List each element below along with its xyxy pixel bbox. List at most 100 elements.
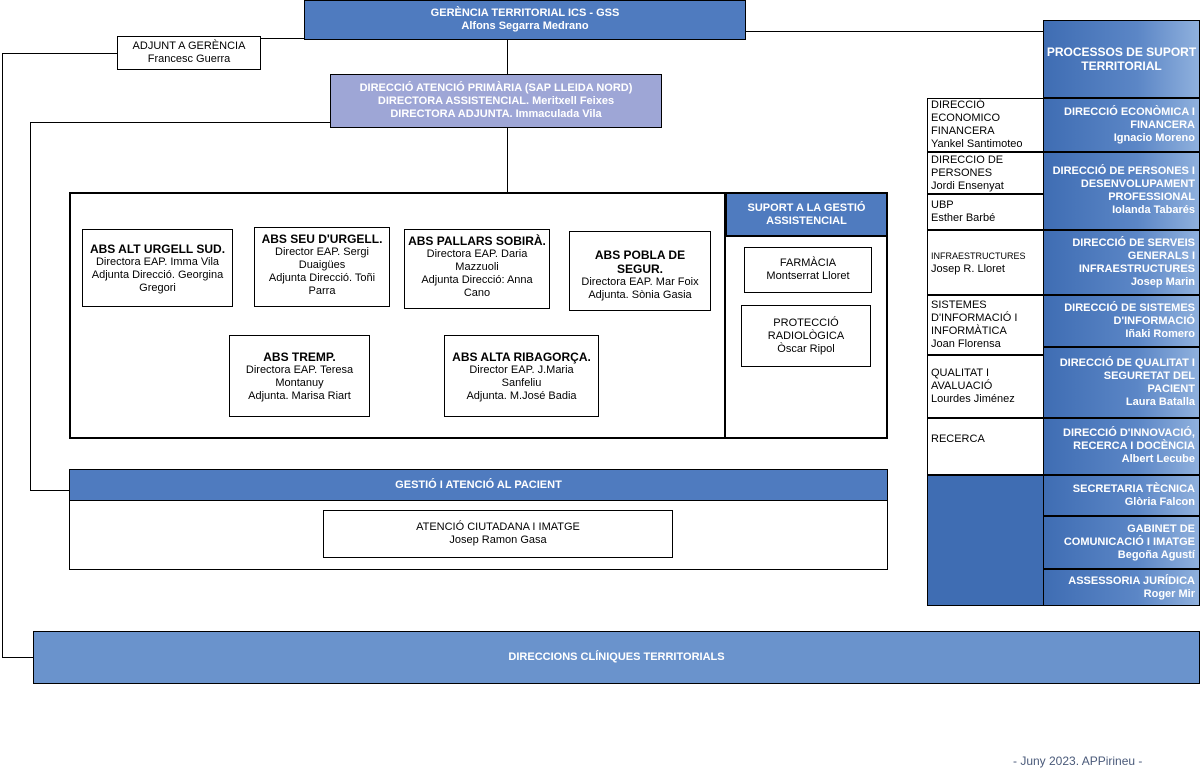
right-item-line: DIRECCIÓ DE SERVEIS (1072, 236, 1195, 249)
direccio-line2: DIRECTORA ASSISTENCIAL. Meritxell Feixes (377, 94, 615, 107)
gerencia-title: GERÈNCIA TERRITORIAL ICS - GSS (430, 7, 620, 19)
abs-line: Adjunta. Sònia Gasia (588, 289, 692, 301)
atencio-title: ATENCIÓ CIUTADANA I IMATGE (416, 521, 580, 533)
direccio-line1: DIRECCIÓ ATENCIÓ PRIMÀRIA (SAP LLEIDA NO… (359, 81, 633, 94)
abs-line: Director EAP. Sergi (275, 246, 369, 258)
abs-line: Directora EAP. Mar Foix (581, 276, 699, 288)
gerencia-name: Alfons Segarra Medrano (461, 20, 589, 32)
right-item-line: GENERALS I (1127, 249, 1195, 262)
connector-line (260, 38, 305, 39)
left-item-line: DIRECCIO DE (931, 153, 1004, 166)
adjunt-name: Francesc Guerra (147, 53, 231, 65)
right-item-line: SECRETARIA TÈCNICA (1072, 482, 1195, 495)
right-item-persones: DIRECCIÓ DE PERSONES I DESENVOLUPAMENT P… (1043, 152, 1200, 230)
suport-title-1: SUPORT A LA GESTIÓ (747, 201, 866, 214)
abs-title: ABS TREMP. (263, 349, 336, 364)
gestio-header: GESTIÓ I ATENCIÓ AL PACIENT (69, 469, 888, 501)
gerencia-box: GERÈNCIA TERRITORIAL ICS - GSS Alfons Se… (304, 0, 746, 40)
abs-line: Directora EAP. Daria (426, 248, 528, 260)
connector-line (507, 127, 508, 193)
right-item-line: COMUNICACIÓ I IMATGE (1063, 536, 1195, 548)
left-item-sistemes: SISTEMES D'INFORMACIÓ I INFORMÀTICA Joan… (927, 295, 1044, 355)
abs-line: Mazzuoli (455, 261, 499, 273)
abs-pallars-box: ABS PALLARS SOBIRÀ. Directora EAP. Daria… (404, 229, 550, 309)
abs-title: ABS POBLA DE SEGUR. (594, 248, 686, 276)
left-blue-filler (927, 475, 1044, 606)
right-item-name: Glòria Falcon (1124, 495, 1195, 508)
abs-title: ABS ALT URGELL SUD. (89, 241, 226, 256)
left-item-line: Yankel Santimoteo (931, 138, 1023, 150)
left-item-line: FINANCERA (931, 125, 995, 137)
left-item-line: Esther Barbé (931, 212, 996, 224)
right-item-serveis: DIRECCIÓ DE SERVEIS GENERALS I INFRAESTR… (1043, 230, 1200, 295)
abs-line: Director EAP. J.Maria (469, 363, 574, 376)
farmacia-title: FARMÀCIA (779, 257, 837, 269)
right-item-name: Josep Marin (1130, 275, 1195, 288)
right-item-name: Roger Mir (1143, 587, 1195, 600)
left-item-qualitat: QUALITAT I AVALUACIÓ Lourdes Jiménez (927, 355, 1044, 418)
right-item-line: PROFESSIONAL (1108, 191, 1195, 203)
connector-line (30, 490, 70, 491)
left-item-infraestructures: INFRAESTRUCTURES Josep R. Lloret (927, 230, 1044, 295)
processos-line2: TERRITORIAL (1081, 59, 1162, 73)
right-item-line: DIRECCIÓ DE QUALITAT I (1059, 356, 1195, 369)
right-item-line: SEGURETAT DEL (1103, 369, 1195, 382)
right-item-line: DIRECCIÓ D'INNOVACIÓ, (1063, 427, 1195, 439)
left-item-line: Joan Florensa (931, 338, 1001, 350)
left-item-line: Jordi Ensenyat (931, 179, 1004, 192)
abs-line: Adjunta Direcció. Georgina (91, 268, 224, 281)
left-item-persones: DIRECCIO DE PERSONES Jordi Ensenyat (927, 152, 1044, 194)
proteccio-line2: RADIOLÒGICA (767, 329, 845, 342)
abs-line: Adjunta Direcció: Anna (421, 274, 533, 286)
atencio-name: Josep Ramon Gasa (449, 534, 547, 546)
left-item-line: AVALUACIÓ (931, 380, 993, 392)
connector-line (30, 122, 31, 491)
abs-line: Adjunta. Marisa Riart (248, 389, 351, 402)
right-item-gabinet: GABINET DE COMUNICACIÓ I IMATGE Begoña A… (1043, 516, 1200, 569)
left-item-line: UBP (931, 199, 954, 211)
footer-note: - Juny 2023. APPirineu - (1013, 754, 1143, 768)
direccions-cliniques-title: DIRECCIONS CLÍNIQUES TERRITORIALS (508, 651, 725, 663)
proteccio-name: Òscar Ripol (777, 342, 835, 355)
processos-line1: PROCESSOS DE SUPORT (1046, 45, 1197, 59)
right-item-line: FINANCERA (1130, 118, 1195, 131)
left-item-line: DIRECCIÓ (931, 99, 985, 111)
direccio-box: DIRECCIÓ ATENCIÓ PRIMÀRIA (SAP LLEIDA NO… (330, 74, 662, 128)
suport-title-2: ASSISTENCIAL (766, 214, 847, 227)
connector-line (724, 192, 726, 439)
abs-line: Cano (463, 287, 491, 299)
abs-line: Montanuy (275, 376, 324, 389)
proteccio-line1: PROTECCIÓ (773, 316, 839, 329)
left-item-ubp: UBP Esther Barbé (927, 194, 1044, 230)
right-item-line: PACIENT (1147, 382, 1195, 395)
abs-line: Gregori (139, 281, 176, 294)
right-item-name: Iñaki Romero (1125, 327, 1195, 340)
left-item-line: INFORMÀTICA (931, 325, 1007, 337)
right-item-innovacio: DIRECCIÓ D'INNOVACIÓ, RECERCA I DOCÈNCIA… (1043, 418, 1200, 475)
abs-seu-urgell-box: ABS SEU D'URGELL. Director EAP. Sergi Du… (254, 227, 390, 307)
abs-line: Directora EAP. Imma Vila (95, 255, 220, 268)
right-item-secretaria: SECRETARIA TÈCNICA Glòria Falcon (1043, 475, 1200, 516)
right-item-qualitat: DIRECCIÓ DE QUALITAT I SEGURETAT DEL PAC… (1043, 347, 1200, 418)
right-item-name: Laura Batalla (1125, 395, 1195, 408)
right-item-line: DIRECCIÓ DE PERSONES I (1052, 165, 1195, 177)
abs-title: ABS SEU D'URGELL. (261, 232, 383, 246)
abs-title: ABS PALLARS SOBIRÀ. (408, 234, 546, 248)
abs-title: ABS ALTA RIBAGORÇA. (452, 349, 591, 364)
right-item-assessoria: ASSESSORIA JURÍDICA Roger Mir (1043, 569, 1200, 606)
connector-line (2, 53, 117, 54)
right-item-name: Iolanda Tabarés (1112, 204, 1195, 216)
right-item-name: Albert Lecube (1121, 453, 1195, 465)
right-item-line: DESENVOLUPAMENT (1080, 178, 1195, 190)
farmacia-box: FARMÀCIA Montserrat Lloret (744, 247, 872, 293)
connector-line (2, 657, 33, 658)
left-item-line: D'INFORMACIÓ I (931, 312, 1018, 324)
left-item-economico: DIRECCIÓ ECONOMICO FINANCERA Yankel Sant… (927, 98, 1044, 152)
left-item-recerca: RECERCA (927, 418, 1044, 475)
connector-line (745, 31, 1045, 32)
right-item-line: GABINET DE (1127, 523, 1195, 535)
right-item-sistemes: DIRECCIÓ DE SISTEMES D'INFORMACIÓ Iñaki … (1043, 295, 1200, 347)
atencio-ciutadana-box: ATENCIÓ CIUTADANA I IMATGE Josep Ramon G… (323, 510, 673, 558)
abs-line: Duaigües (298, 259, 346, 271)
left-item-line: INFRAESTRUCTURES (931, 250, 1026, 261)
